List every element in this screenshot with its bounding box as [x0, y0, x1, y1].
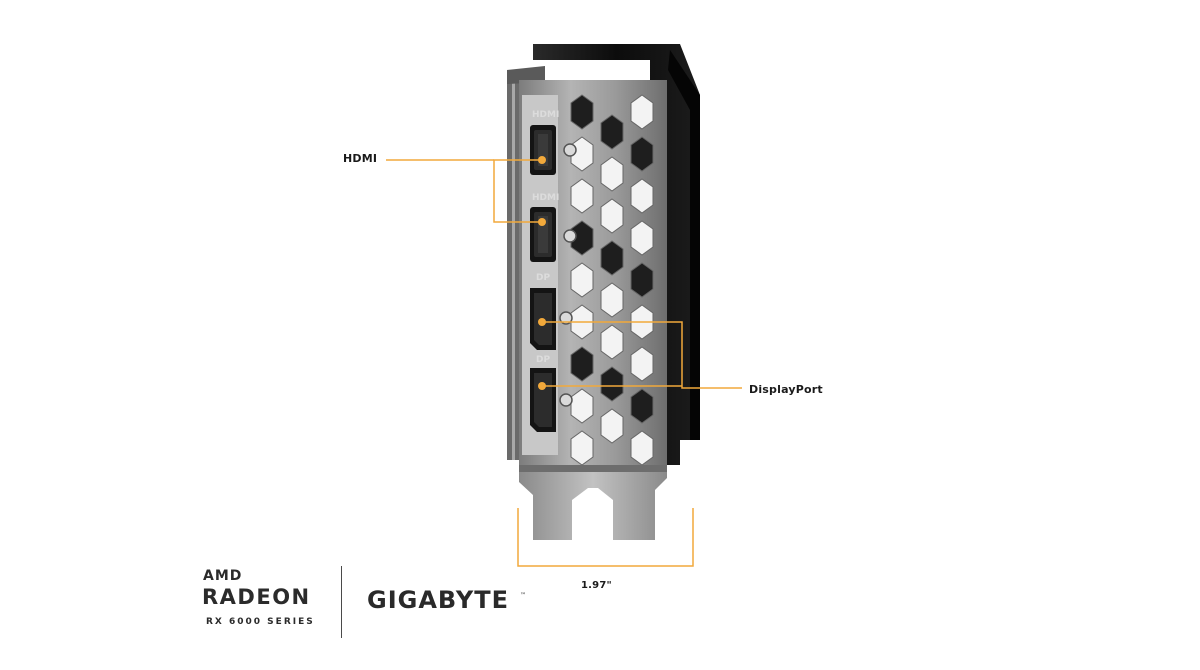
vent-hole [570, 178, 594, 214]
bracket-lip-highlight [512, 80, 515, 460]
bracket-width-label: 1.97" [581, 580, 612, 591]
gigabyte-logo-text: GIGABYTE [367, 586, 510, 614]
displayport-2 [530, 368, 556, 432]
bracket-bottom-shadow [519, 465, 667, 472]
vent-grid [570, 94, 654, 466]
bracket-screws [559, 143, 577, 407]
radeon-logo-text: RADEON [202, 585, 311, 609]
hdmi-port-2 [530, 207, 556, 262]
trademark-symbol: ™ [520, 592, 526, 599]
displayport-callout-lines [542, 321, 742, 389]
hdmi-callout-dot-1 [538, 156, 546, 164]
shroud-side-panel [668, 50, 700, 440]
vent-hole [570, 430, 594, 466]
bracket-bottom-legs [519, 465, 667, 540]
vent-hole [570, 220, 594, 256]
hdmi-port-1 [530, 125, 556, 175]
hdmi-callout-dot-2 [538, 218, 546, 226]
vent-hole [570, 94, 594, 130]
vent-hole [630, 346, 654, 382]
vent-hole [600, 366, 624, 402]
vent-hole [600, 240, 624, 276]
dp-callout-dot-2 [538, 382, 546, 390]
vent-hole [570, 388, 594, 424]
bracket-top-tab [507, 66, 545, 84]
rx-series-text: RX 6000 SERIES [206, 617, 315, 627]
hdmi-callout-label: HDMI [343, 152, 378, 165]
vent-hole [600, 324, 624, 360]
dp-port-1-label: DP [536, 273, 550, 283]
vent-hole [600, 114, 624, 150]
vent-hole [570, 346, 594, 382]
displayport-callout-label: DisplayPort [749, 383, 823, 396]
vent-hole [600, 282, 624, 318]
vent-hole [630, 220, 654, 256]
vent-hole [630, 178, 654, 214]
vent-hole [630, 94, 654, 130]
vent-hole [600, 156, 624, 192]
hdmi-callout-lines [386, 159, 542, 223]
vent-hole [630, 262, 654, 298]
hdmi-port-2-label: HDMI [532, 193, 559, 203]
amd-logo-text: AMD [203, 568, 243, 584]
hdmi-port-1-label: HDMI [532, 110, 559, 120]
dp-callout-dot-1 [538, 318, 546, 326]
vent-hole [630, 388, 654, 424]
vent-hole [600, 408, 624, 444]
vent-hole [600, 198, 624, 234]
vent-hole [630, 136, 654, 172]
vent-hole [570, 262, 594, 298]
brand-divider [341, 566, 342, 638]
dp-port-2-label: DP [536, 355, 550, 365]
width-dimension-line [517, 508, 694, 567]
vent-hole [630, 430, 654, 466]
